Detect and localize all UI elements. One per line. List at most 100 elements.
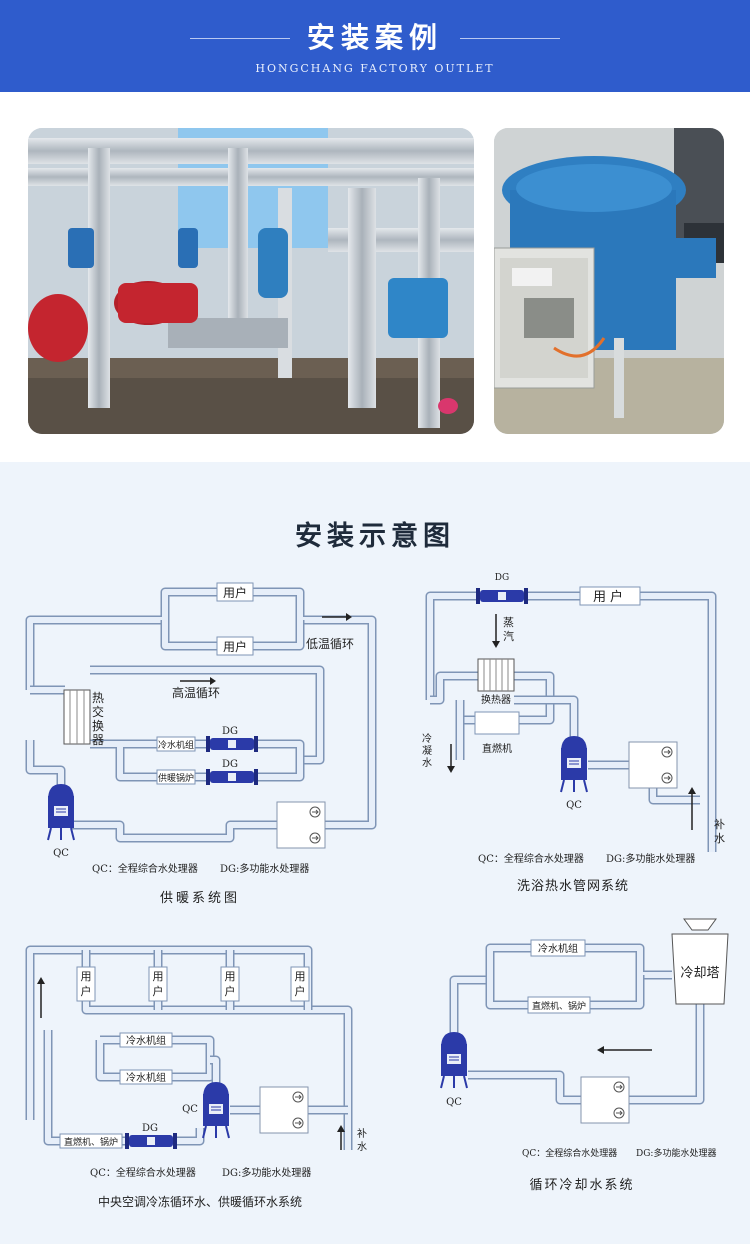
pipe-segment-fill (514, 697, 577, 740)
ac-chiller-label-2: 冷水机组 (126, 1071, 166, 1084)
ac-user-label: 户 (81, 984, 92, 998)
ac-user-label: 用 (153, 970, 164, 983)
ac-user-label: 户 (153, 984, 164, 998)
cooling-qc-device (440, 1031, 468, 1089)
bath-legend-qc: QC：全程综合水处理器 (478, 852, 584, 865)
ac-dg-device (125, 1133, 177, 1149)
pipe-segment (468, 1070, 581, 1105)
condensate-label-3: 水 (422, 757, 432, 769)
heating-chiller-label: 冷水机组 (158, 739, 194, 751)
high-temp-arrowhead (210, 677, 216, 685)
ac-caption: 中央空调冷冻循环水、供暖循环水系统 (98, 1194, 302, 1209)
pipe-segment-fill (72, 822, 277, 841)
heating-boiler-box (156, 769, 196, 785)
ac-user-box (220, 966, 240, 1002)
pump-room-photo (28, 128, 474, 434)
ac-pump-unit (259, 1086, 309, 1134)
section-title: 安装示意图 (295, 521, 455, 552)
cooling-tower (671, 933, 729, 1005)
banner-subtitle: HONGCHANG FACTORY OUTLET (255, 62, 495, 75)
bath-heat-exchanger-label: 换热器 (481, 693, 511, 706)
bath-legend-dg: DG:多功能水处理器 (606, 852, 695, 865)
heating-legend-qc: QC：全程综合水处理器 (92, 862, 198, 875)
bath-makeup-label-2: 水 (714, 832, 725, 845)
heat-exchanger-label-2: 交 (92, 704, 104, 719)
pipe-segment-fill (27, 589, 375, 828)
condensate-label-2: 凝 (422, 745, 432, 757)
condensate-label-1: 冷 (422, 732, 432, 745)
pipe-segment-fill (427, 593, 476, 700)
ac-user-box (290, 966, 310, 1002)
pipe-segment-fill (468, 1072, 581, 1103)
bath-caption: 洗浴热水管网系统 (517, 879, 629, 894)
ac-user-label: 用 (295, 970, 306, 983)
steam-label-1: 蒸 (503, 616, 514, 629)
cooling-qc-label: QC (446, 1097, 462, 1108)
ac-user-box (148, 966, 168, 1002)
heating-dg-label-1: DG (222, 726, 238, 737)
pipe-segment-fill (177, 1128, 203, 1144)
header-banner: 安装案例 HONGCHANG FACTORY OUTLET (0, 0, 750, 92)
bath-dg-device (476, 588, 528, 604)
bath-qc-device (560, 735, 588, 793)
bath-direct-fired-label: 直燃机 (482, 742, 512, 755)
ac-legend-qc: QC：全程综合水处理器 (90, 1166, 196, 1179)
bath-user-box (579, 586, 641, 606)
high-temp-label: 高温循环 (172, 685, 220, 700)
ac-user-label: 户 (225, 984, 236, 998)
heating-dg-label-2: DG (222, 759, 238, 770)
bath-diagram: DG 用户 蒸 汽 换热器 直燃机 冷 凝 水 QC 补 水 QC：全程综合水处… (422, 573, 725, 894)
ac-user-label: 用 (225, 970, 236, 983)
banner-title: 安装案例 (306, 21, 443, 54)
ac-makeup-label-2: 水 (357, 1141, 367, 1153)
heating-dg-device-1 (206, 736, 258, 752)
heating-user-box-1 (216, 582, 254, 602)
cooling-tower-label: 冷却塔 (680, 966, 719, 981)
steam-label-2: 汽 (503, 629, 514, 643)
bath-pump-unit (628, 741, 678, 789)
ac-user-label: 户 (295, 984, 306, 998)
heat-exchanger-label-4: 器 (92, 733, 104, 747)
heating-user-label-1: 用户 (223, 585, 247, 600)
cooling-legend-qc: QC：全程综合水处理器 (522, 1147, 617, 1159)
ac-dg-label: DG (142, 1123, 158, 1134)
heating-diagram: 用户 用户 低温循环 高温循环 热 交 换 器 冷水机组 供暖锅炉 DG DG … (47, 582, 354, 906)
pipe-segment-fill (210, 1057, 219, 1086)
cooling-legend-dg: DG:多功能水处理器 (636, 1147, 716, 1159)
heating-pump-unit (276, 801, 326, 849)
ac-chiller-box-2 (119, 1069, 173, 1085)
ac-user-label: 用 (81, 970, 92, 983)
heating-chiller-box (156, 736, 196, 752)
ac-legend-dg: DG:多功能水处理器 (222, 1166, 311, 1179)
cooling-direct-fired-box (527, 996, 591, 1014)
heat-exchanger-label-3: 换 (92, 719, 104, 733)
pipe-segment-fill (629, 1004, 703, 1103)
pipe-segment-fill (97, 1037, 213, 1080)
ac-qc-device (202, 1081, 230, 1139)
ac-makeup-label-1: 补 (357, 1127, 367, 1140)
cooling-caption: 循环冷却水系统 (529, 1178, 634, 1193)
cooling-diagram: 冷水机组 直燃机、锅炉 冷却塔 QC QC：全程综合水处理器 DG:多功能水处理… (440, 918, 729, 1193)
cooling-pump-unit (580, 1076, 630, 1124)
cooling-chiller-label: 冷水机组 (538, 942, 578, 955)
pipe-segment-fill (90, 667, 323, 763)
ac-direct-fired-box (59, 1133, 123, 1149)
ac-user-box (76, 966, 96, 1002)
banner-divider-right (460, 38, 560, 39)
bath-dg-label: DG (495, 573, 509, 583)
cooling-tower-top (683, 918, 717, 931)
pipe-segment (25, 740, 66, 790)
pipe-segment-fill (650, 788, 700, 803)
pipe-segment-fill (83, 995, 351, 1150)
pipe-segment-fill (27, 740, 64, 790)
heating-legend-dg: DG:多功能水处理器 (220, 862, 309, 875)
heating-user-label-2: 用户 (223, 639, 247, 654)
pipe-segment-fill (430, 673, 478, 703)
heat-exchanger-label: 热 (92, 691, 104, 705)
ac-chiller-label-1: 冷水机组 (126, 1034, 166, 1047)
pipe-segment-fill (45, 1030, 60, 1144)
bath-qc-label: QC (566, 800, 582, 811)
banner-divider-left (190, 38, 290, 39)
pipe-segment (629, 1004, 705, 1105)
